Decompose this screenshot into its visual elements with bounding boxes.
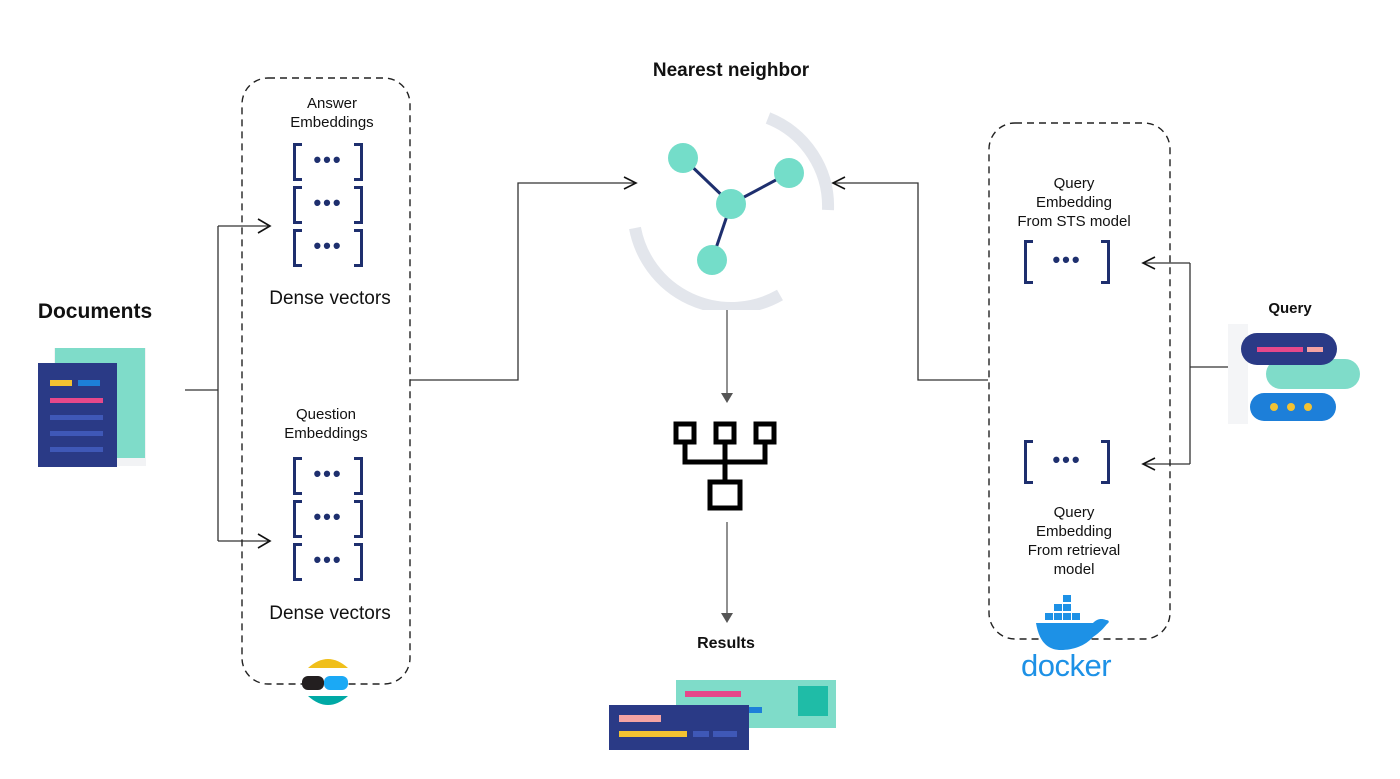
elastic-logo-icon — [302, 659, 350, 705]
sts-arrow-icon — [1141, 256, 1156, 270]
retrieval-query-embedding-label: Query Embedding From retrieval model — [1027, 504, 1121, 578]
answer-vector-2: ••• — [293, 186, 363, 224]
docker-logo-text: docker — [1021, 648, 1112, 683]
question-vector-2: ••• — [293, 500, 363, 538]
results-down-arrow-icon — [721, 613, 733, 623]
vector-dots: ••• — [1052, 247, 1082, 272]
question-dense-vectors-caption: Dense vectors — [269, 603, 391, 624]
results-cards-icon — [609, 680, 836, 750]
answer-vector-3: ••• — [293, 229, 363, 267]
left-to-nn-line — [410, 182, 635, 381]
documents-title: Documents — [37, 300, 153, 323]
results-title: Results — [697, 635, 755, 652]
tree-down-arrow-icon — [721, 393, 733, 403]
vector-dots: ••• — [1052, 447, 1082, 472]
answer-embeddings-label: Answer Embeddings — [290, 95, 374, 131]
nearest-neighbor-title: Nearest neighbor — [652, 60, 810, 81]
vector-dots: ••• — [313, 147, 343, 172]
vector-dots: ••• — [313, 233, 343, 258]
query-title: Query — [1268, 300, 1312, 317]
retrieval-query-vector: ••• — [1024, 440, 1110, 484]
tree-ranking-icon — [673, 421, 777, 511]
docker-whale-icon — [1036, 595, 1109, 650]
documents-icon — [38, 348, 146, 467]
vector-dots: ••• — [313, 547, 343, 572]
questions-arrow-icon — [257, 533, 272, 549]
vector-dots: ••• — [313, 504, 343, 529]
question-embeddings-label: Question Embeddings — [284, 406, 368, 442]
sts-query-embedding-label: Query Embedding From STS model — [1017, 175, 1131, 230]
vector-dots: ••• — [313, 190, 343, 215]
nn-left-arrow-icon — [623, 176, 638, 190]
question-vector-1: ••• — [293, 457, 363, 495]
answer-dense-vectors-caption: Dense vectors — [269, 288, 391, 309]
answer-vector-1: ••• — [293, 143, 363, 181]
right-to-nn-line — [834, 182, 988, 381]
sts-query-vector: ••• — [1024, 240, 1110, 284]
retrieval-arrow-icon — [1141, 457, 1156, 471]
answers-arrow-icon — [257, 218, 272, 234]
nearest-neighbor-graph-icon — [629, 112, 835, 310]
question-vector-3: ••• — [293, 543, 363, 581]
query-chat-bubbles-icon — [1228, 324, 1360, 424]
nn-right-arrow-icon — [831, 176, 846, 190]
vector-dots: ••• — [313, 461, 343, 486]
